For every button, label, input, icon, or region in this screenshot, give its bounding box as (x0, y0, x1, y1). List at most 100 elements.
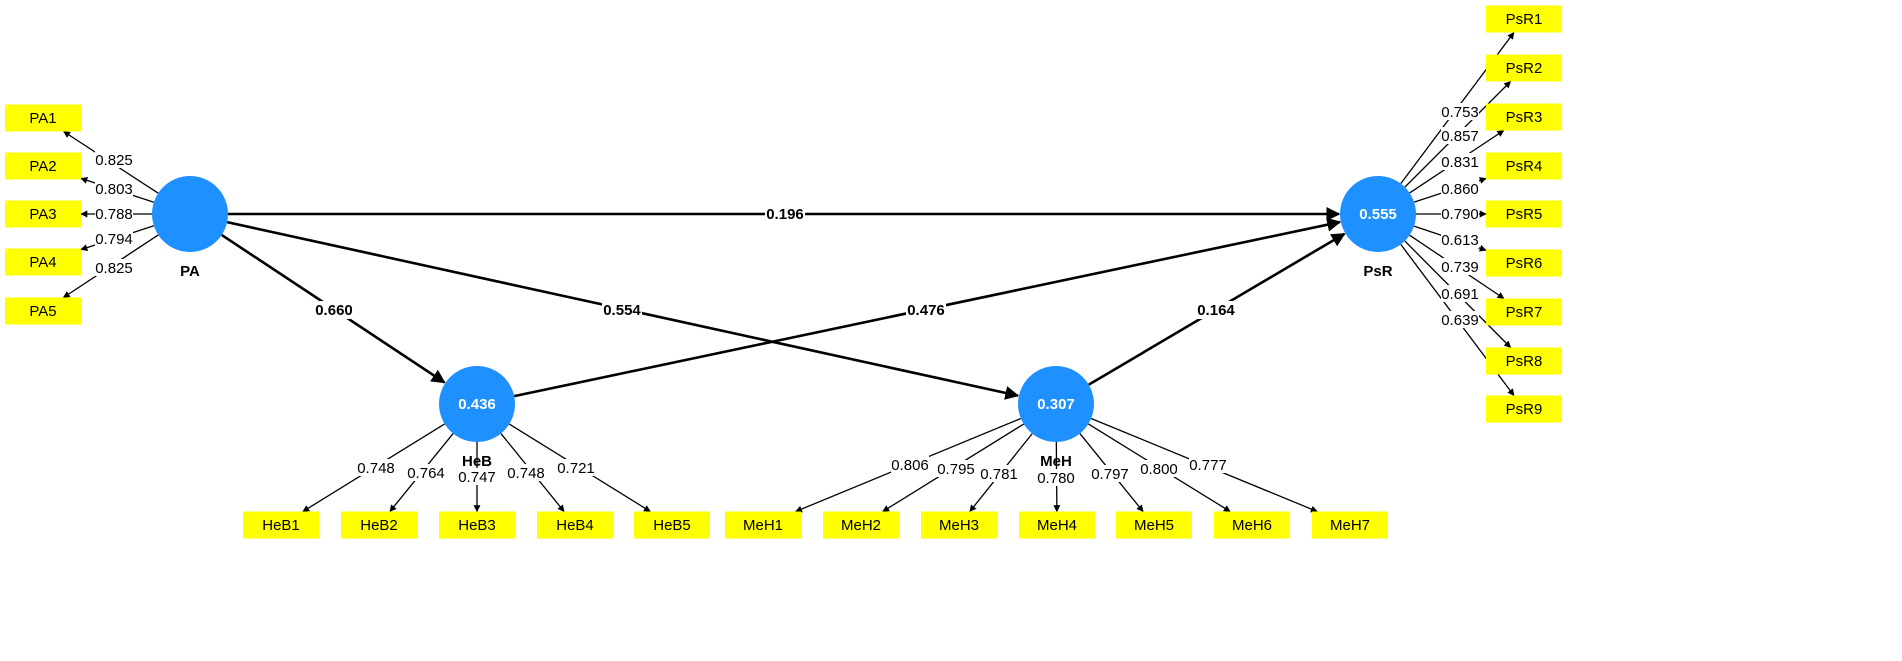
indicator-box-meh3[interactable] (921, 511, 997, 539)
loading-label-bg (357, 459, 395, 476)
indicator-box-psr9[interactable] (1486, 395, 1562, 423)
indicator-label-pa1: PA1 (29, 110, 56, 127)
loading-value-meh3: 0.781 (980, 466, 1018, 483)
indicator-box-pa2[interactable] (5, 152, 81, 180)
indicator-box-psr1[interactable] (1486, 5, 1562, 33)
indicator-label-heb4: HeB4 (556, 517, 594, 534)
indicator-label-heb1: HeB1 (262, 517, 300, 534)
loading-value-meh2: 0.795 (937, 461, 975, 478)
loading-value-pa3: 0.788 (95, 206, 133, 223)
latent-node-pa[interactable] (152, 176, 228, 252)
indicator-label-meh3: MeH3 (939, 517, 979, 534)
indicator-label-heb5: HeB5 (653, 517, 691, 534)
indicator-box-psr4[interactable] (1486, 152, 1562, 180)
loading-label-bg (507, 464, 545, 481)
indicator-box-psr8[interactable] (1486, 347, 1562, 375)
loading-label-bg (1091, 465, 1129, 482)
loading-label-bg (95, 180, 133, 197)
loading-value-meh7: 0.777 (1189, 457, 1227, 474)
indicator-box-psr2[interactable] (1486, 54, 1562, 82)
latent-node-meh[interactable] (1018, 366, 1094, 442)
loading-label-bg (1441, 258, 1479, 275)
loading-label-bg (95, 205, 133, 222)
indicator-box-meh2[interactable] (823, 511, 899, 539)
loading-value-psr4: 0.831 (1441, 154, 1479, 171)
loading-value-pa5: 0.825 (95, 260, 133, 277)
indicator-label-pa2: PA2 (29, 158, 56, 175)
path-coef-meh-psr: 0.164 (1197, 302, 1235, 319)
loading-label-bg (1441, 180, 1479, 197)
indicator-label-psr4: PsR4 (1506, 158, 1543, 175)
loading-value-meh6: 0.800 (1140, 461, 1178, 478)
indicator-label-meh5: MeH5 (1134, 517, 1174, 534)
indicator-box-meh7[interactable] (1312, 511, 1388, 539)
indicator-label-heb2: HeB2 (360, 517, 398, 534)
indicator-box-meh5[interactable] (1116, 511, 1192, 539)
indicator-box-heb5[interactable] (634, 511, 710, 539)
nodes-layer (5, 5, 1562, 539)
loading-label-bg (95, 230, 133, 247)
loading-value-psr2: 0.753 (1441, 104, 1479, 121)
path-coef-pa-psr: 0.196 (766, 206, 804, 223)
loading-label-bg (1140, 460, 1178, 477)
indicator-box-psr6[interactable] (1486, 249, 1562, 277)
loading-value-meh5: 0.797 (1091, 466, 1129, 483)
loading-label-bg (1441, 285, 1479, 302)
indicator-label-psr5: PsR5 (1506, 206, 1543, 223)
loading-value-extra-0: 0.639 (1441, 312, 1479, 329)
indicator-box-heb3[interactable] (439, 511, 515, 539)
indicator-box-psr5[interactable] (1486, 200, 1562, 228)
indicator-box-pa4[interactable] (5, 248, 81, 276)
latent-name-heb: HeB (462, 453, 492, 470)
loading-label-bg (1441, 103, 1479, 120)
indicator-label-pa4: PA4 (29, 254, 56, 271)
indicator-label-meh2: MeH2 (841, 517, 881, 534)
edges-layer (62, 31, 1515, 513)
path-label-bg (765, 205, 805, 223)
indicator-label-pa3: PA3 (29, 206, 56, 223)
indicator-box-psr3[interactable] (1486, 103, 1562, 131)
indicator-box-heb1[interactable] (243, 511, 319, 539)
indicator-box-pa3[interactable] (5, 200, 81, 228)
path-label-bg (906, 301, 946, 319)
loading-value-heb1: 0.748 (357, 460, 395, 477)
indicator-box-heb2[interactable] (341, 511, 417, 539)
loading-label-bg (1441, 153, 1479, 170)
loading-label-bg (1441, 311, 1479, 328)
loading-label-bg (557, 459, 595, 476)
loading-value-psr9: 0.691 (1441, 286, 1479, 303)
path-coef-pa-meh: 0.554 (603, 302, 641, 319)
loading-value-meh1: 0.806 (891, 457, 929, 474)
indicator-label-psr8: PsR8 (1506, 353, 1543, 370)
loading-label-bg (937, 460, 975, 477)
loading-value-heb3: 0.747 (458, 469, 496, 486)
loading-label-bg (407, 464, 445, 481)
loading-value-psr8: 0.739 (1441, 259, 1479, 276)
loading-label-bg (1037, 469, 1075, 486)
path-coef-heb-psr: 0.476 (907, 302, 945, 319)
indicator-box-meh6[interactable] (1214, 511, 1290, 539)
indicator-box-pa5[interactable] (5, 297, 81, 325)
indicator-label-meh1: MeH1 (743, 517, 783, 534)
indicator-label-psr2: PsR2 (1506, 60, 1543, 77)
indicator-box-meh4[interactable] (1019, 511, 1095, 539)
indicator-label-meh7: MeH7 (1330, 517, 1370, 534)
latent-r2-meh: 0.307 (1037, 396, 1075, 413)
loading-label-bg (458, 468, 496, 485)
loading-value-meh4: 0.780 (1037, 470, 1075, 487)
latent-node-psr[interactable] (1340, 176, 1416, 252)
indicator-label-psr1: PsR1 (1506, 11, 1543, 28)
loading-label-bg (95, 151, 133, 168)
indicator-label-psr3: PsR3 (1506, 109, 1543, 126)
indicator-box-pa1[interactable] (5, 104, 81, 132)
latent-node-heb[interactable] (439, 366, 515, 442)
indicator-box-psr7[interactable] (1486, 298, 1562, 326)
indicator-box-meh1[interactable] (725, 511, 801, 539)
indicator-label-meh6: MeH6 (1232, 517, 1272, 534)
loading-label-bg (1441, 231, 1479, 248)
loading-value-pa1: 0.825 (95, 152, 133, 169)
indicator-box-heb4[interactable] (537, 511, 613, 539)
indicator-label-pa5: PA5 (29, 303, 56, 320)
